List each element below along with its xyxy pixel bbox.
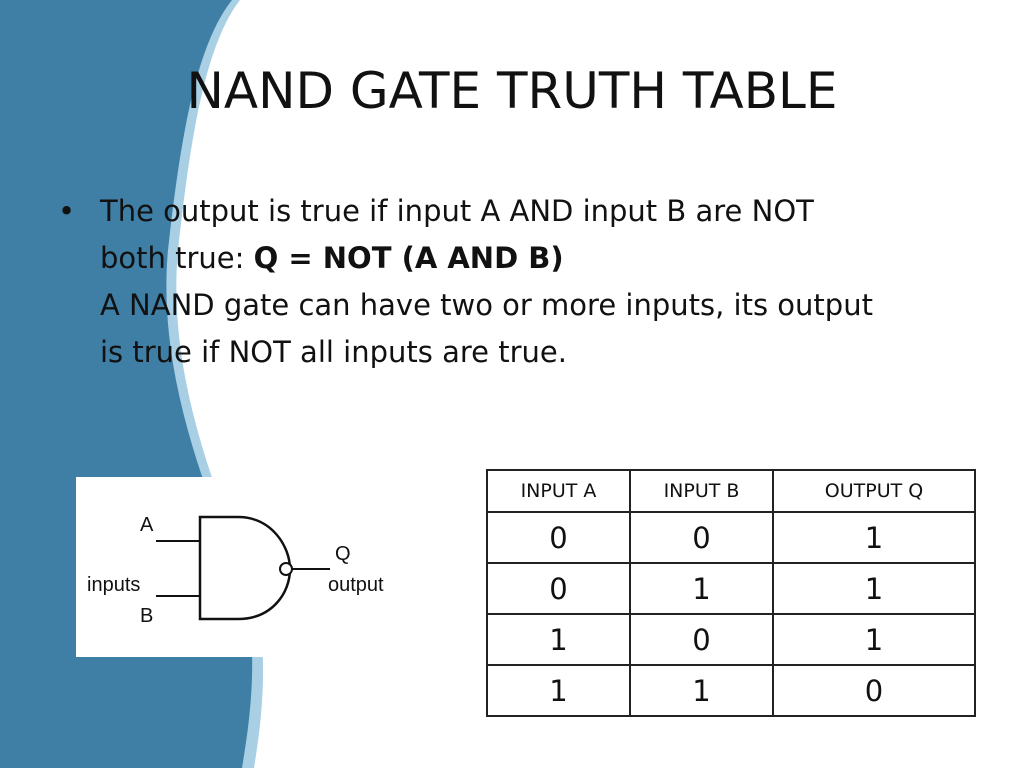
cell-input-a: 1 (486, 613, 631, 666)
table-row: 1 0 1 (486, 613, 976, 666)
bullet-line-2-plain: both true: (100, 241, 254, 275)
cell-output-q: 1 (772, 511, 976, 564)
nand-gate-body (198, 515, 292, 621)
label-inputs: inputs (87, 574, 140, 596)
cell-output-q: 1 (772, 562, 976, 615)
cell-input-b: 1 (629, 562, 774, 615)
nand-gate-diagram: A B inputs Q output (76, 477, 417, 657)
cell-input-b: 1 (629, 664, 774, 717)
nand-bubble (279, 562, 293, 576)
cell-output-q: 0 (772, 664, 976, 717)
label-b: B (140, 605, 153, 627)
header-input-a: INPUT A (486, 469, 631, 513)
table-row: 0 1 1 (486, 562, 976, 615)
bullet-line-4: is true if NOT all inputs are true. (100, 335, 567, 369)
label-q: Q (335, 543, 351, 565)
nand-formula: Q = NOT (A AND B) (253, 241, 564, 275)
cell-input-b: 0 (629, 511, 774, 564)
cell-input-a: 1 (486, 664, 631, 717)
truth-table: INPUT A INPUT B OUTPUT Q 0 0 1 0 1 1 1 0… (486, 469, 976, 717)
bullet-line-2: both true: Q = NOT (A AND B) (100, 235, 970, 282)
bullet-text: The output is true if input A AND input … (100, 188, 970, 376)
table-header-row: INPUT A INPUT B OUTPUT Q (486, 469, 976, 513)
label-output: output (328, 574, 384, 596)
cell-input-a: 0 (486, 562, 631, 615)
header-output-q: OUTPUT Q (772, 469, 976, 513)
cell-input-b: 0 (629, 613, 774, 666)
bullet-line-3: A NAND gate can have two or more inputs,… (100, 288, 873, 322)
header-input-b: INPUT B (629, 469, 774, 513)
slide-title: NAND GATE TRUTH TABLE (186, 62, 838, 120)
label-a: A (140, 514, 154, 536)
table-row: 1 1 0 (486, 664, 976, 717)
cell-input-a: 0 (486, 511, 631, 564)
table-row: 0 0 1 (486, 511, 976, 564)
bullet-line-1: The output is true if input A AND input … (100, 194, 814, 228)
bullet-dot-icon: • (58, 194, 76, 228)
cell-output-q: 1 (772, 613, 976, 666)
